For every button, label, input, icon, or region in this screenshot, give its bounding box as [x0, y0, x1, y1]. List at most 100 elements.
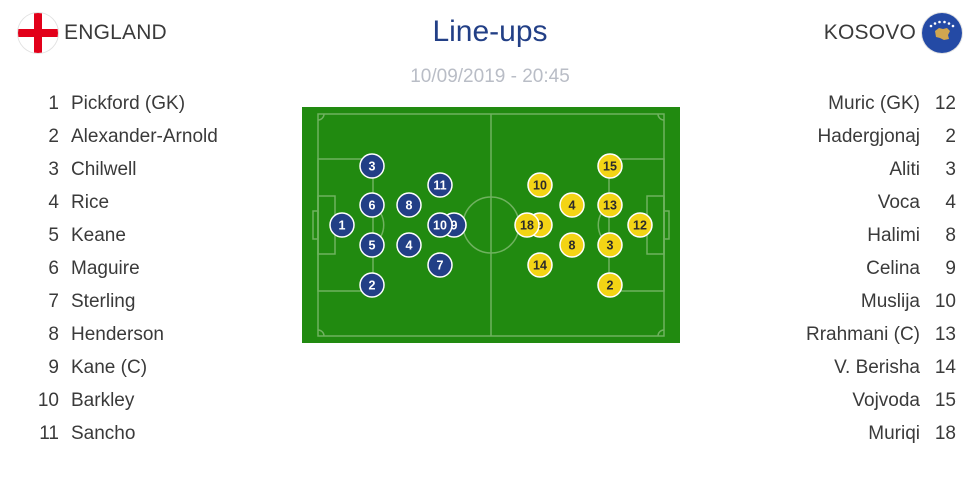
home-marker-number: 9: [451, 219, 458, 233]
player-name: Celina: [866, 257, 920, 279]
away-marker-number: 15: [603, 160, 617, 174]
away-marker-circle: [597, 153, 623, 179]
match-datetime: 10/09/2019 - 20:45: [410, 66, 570, 87]
away-player-marker-18[interactable]: 18: [514, 212, 540, 238]
home-marker-number: 3: [369, 160, 376, 174]
home-player-marker-5[interactable]: 5: [359, 232, 385, 258]
home-team-name: ENGLAND: [64, 21, 167, 44]
home-marker-number: 6: [369, 199, 376, 213]
away-marker-number: 14: [533, 259, 547, 273]
player-number: 7: [48, 290, 59, 312]
player-number: 9: [945, 257, 956, 279]
player-name: Muric (GK): [828, 92, 920, 114]
player-name: Chilwell: [71, 158, 137, 180]
player-number: 8: [945, 224, 956, 246]
list-item[interactable]: Muriqi 18: [716, 417, 956, 450]
home-player-marker-8[interactable]: 8: [396, 192, 422, 218]
away-player-marker-15[interactable]: 15: [597, 153, 623, 179]
away-player-marker-2[interactable]: 2: [597, 272, 623, 298]
player-number: 3: [945, 158, 956, 180]
away-marker-circle: [514, 212, 540, 238]
player-number: 10: [934, 290, 956, 312]
away-player-marker-10[interactable]: 10: [527, 172, 553, 198]
page-title: Line-ups: [432, 15, 548, 48]
player-name: Henderson: [71, 323, 164, 345]
home-marker-circle: [359, 272, 385, 298]
away-team: KOSOVO: [824, 13, 962, 53]
away-player-marker-4[interactable]: 4: [559, 192, 585, 218]
player-number: 14: [934, 356, 956, 378]
away-player-marker-3[interactable]: 3: [597, 232, 623, 258]
home-marker-number: 5: [369, 239, 376, 253]
home-marker-circle: [427, 172, 453, 198]
player-number: 2: [945, 125, 956, 147]
home-player-marker-10[interactable]: 10: [427, 212, 453, 238]
home-player-marker-2[interactable]: 2: [359, 272, 385, 298]
player-number: 9: [48, 356, 59, 378]
list-item[interactable]: Celina 9: [716, 252, 956, 285]
home-player-marker-3[interactable]: 3: [359, 153, 385, 179]
player-number: 10: [37, 389, 59, 411]
home-marker-circle: [329, 212, 355, 238]
away-marker-number: 4: [569, 199, 576, 213]
away-marker-number: 12: [633, 219, 647, 233]
player-name: Barkley: [71, 389, 135, 411]
player-number: 13: [934, 323, 956, 345]
away-marker-circle: [559, 192, 585, 218]
away-marker-circle: [527, 172, 553, 198]
home-player-marker-7[interactable]: 7: [427, 252, 453, 278]
list-item[interactable]: Voca 4: [716, 186, 956, 219]
list-item[interactable]: Rrahmani (C)13: [716, 318, 956, 351]
home-marker-number: 1: [339, 219, 346, 233]
away-player-marker-13[interactable]: 13: [597, 192, 623, 218]
list-item[interactable]: 6 Maguire: [24, 252, 264, 285]
away-marker-number: 13: [603, 199, 617, 213]
away-player-marker-12[interactable]: 12: [627, 212, 653, 238]
away-marker-circle: [597, 272, 623, 298]
away-marker-circle: [627, 212, 653, 238]
list-item[interactable]: Muric (GK)12: [716, 87, 956, 120]
home-player-marker-4[interactable]: 4: [396, 232, 422, 258]
player-name: Keane: [71, 224, 126, 246]
player-number: 4: [945, 191, 956, 213]
player-name: Voca: [877, 191, 920, 213]
away-marker-circle: [559, 232, 585, 258]
home-marker-circle: [359, 192, 385, 218]
player-number: 18: [934, 422, 956, 444]
home-marker-number: 8: [406, 199, 413, 213]
home-team: ENGLAND: [18, 13, 167, 53]
player-number: 1: [48, 92, 59, 114]
player-name: Maguire: [71, 257, 140, 279]
away-player-marker-14[interactable]: 14: [527, 252, 553, 278]
player-number: 6: [48, 257, 59, 279]
home-player-marker-1[interactable]: 1: [329, 212, 355, 238]
player-name: Muriqi: [868, 422, 920, 444]
home-player-marker-11[interactable]: 11: [427, 172, 453, 198]
home-marker-number: 2: [369, 279, 376, 293]
home-marker-number: 7: [437, 259, 444, 273]
kosovo-flag-icon: [922, 13, 962, 53]
home-player-marker-6[interactable]: 6: [359, 192, 385, 218]
list-item[interactable]: 10 Barkley: [24, 384, 264, 417]
england-flag-icon: [18, 13, 58, 53]
away-player-marker-8[interactable]: 8: [559, 232, 585, 258]
home-marker-circle: [359, 153, 385, 179]
away-marker-number: 2: [607, 279, 614, 293]
